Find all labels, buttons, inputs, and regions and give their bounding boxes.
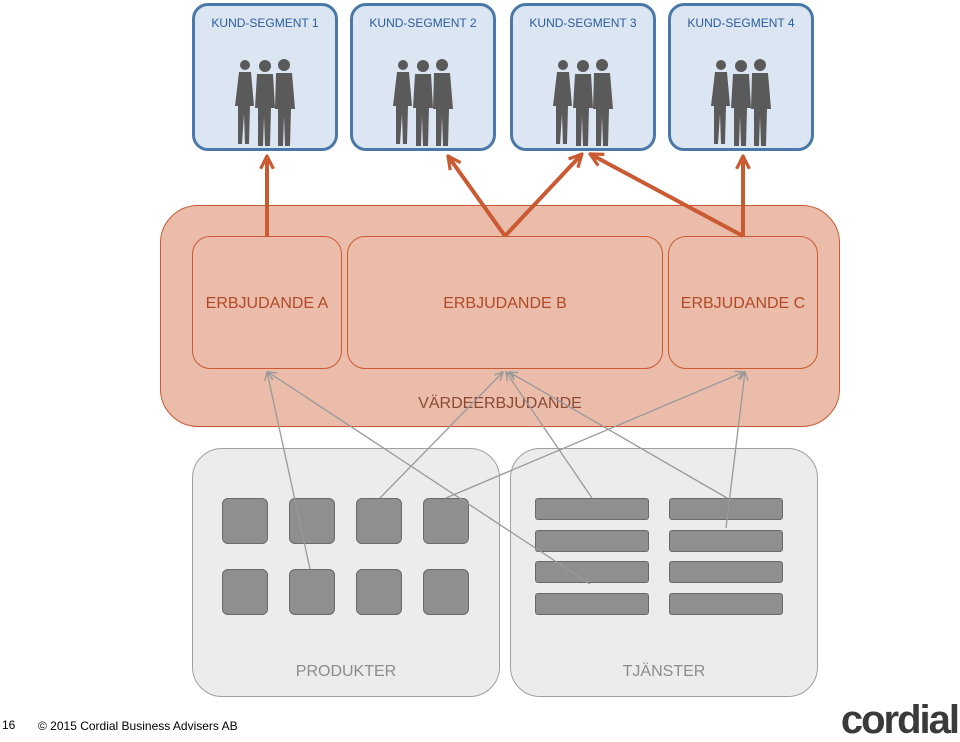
segment-label: KUND-SEGMENT 4 bbox=[687, 16, 795, 30]
services-label: TJÄNSTER bbox=[622, 663, 706, 680]
service-block bbox=[535, 530, 649, 552]
offer-b: ERBJUDANDE B bbox=[347, 236, 663, 369]
product-block bbox=[356, 569, 402, 615]
product-block bbox=[222, 498, 268, 544]
service-block bbox=[669, 530, 783, 552]
customer-segment-2: KUND-SEGMENT 2 bbox=[350, 3, 496, 151]
segment-label: KUND-SEGMENT 1 bbox=[211, 16, 319, 30]
offer-label: ERBJUDANDE A bbox=[205, 295, 329, 312]
offer-label: ERBJUDANDE B bbox=[443, 295, 567, 312]
service-block bbox=[669, 561, 783, 583]
people-silhouette-icon bbox=[711, 59, 771, 146]
product-block bbox=[289, 498, 335, 544]
page-number: 16 bbox=[2, 718, 16, 732]
product-block bbox=[289, 569, 335, 615]
product-block bbox=[222, 569, 268, 615]
product-block bbox=[356, 498, 402, 544]
products-label: PRODUKTER bbox=[295, 663, 397, 680]
service-block bbox=[535, 498, 649, 520]
offer-label: ERBJUDANDE C bbox=[680, 295, 806, 312]
offer-c: ERBJUDANDE C bbox=[668, 236, 818, 369]
cordial-logo: cordial bbox=[840, 698, 960, 742]
people-silhouette-icon bbox=[553, 59, 613, 146]
segment-label: KUND-SEGMENT 3 bbox=[529, 16, 637, 30]
product-block bbox=[423, 569, 469, 615]
customer-segment-4: KUND-SEGMENT 4 bbox=[668, 3, 814, 151]
service-block bbox=[535, 561, 649, 583]
service-block bbox=[535, 593, 649, 615]
product-block bbox=[423, 498, 469, 544]
people-silhouette-icon bbox=[393, 59, 453, 146]
segment-label: KUND-SEGMENT 2 bbox=[369, 16, 477, 30]
copyright-text: © 2015 Cordial Business Advisers AB bbox=[38, 719, 238, 733]
service-block bbox=[669, 498, 783, 520]
customer-segment-3: KUND-SEGMENT 3 bbox=[510, 3, 656, 151]
offer-a: ERBJUDANDE A bbox=[192, 236, 342, 369]
value-proposition-label: VÄRDEERBJUDANDE bbox=[418, 395, 582, 412]
service-block bbox=[669, 593, 783, 615]
customer-segment-1: KUND-SEGMENT 1 bbox=[192, 3, 338, 151]
people-silhouette-icon bbox=[235, 59, 295, 146]
